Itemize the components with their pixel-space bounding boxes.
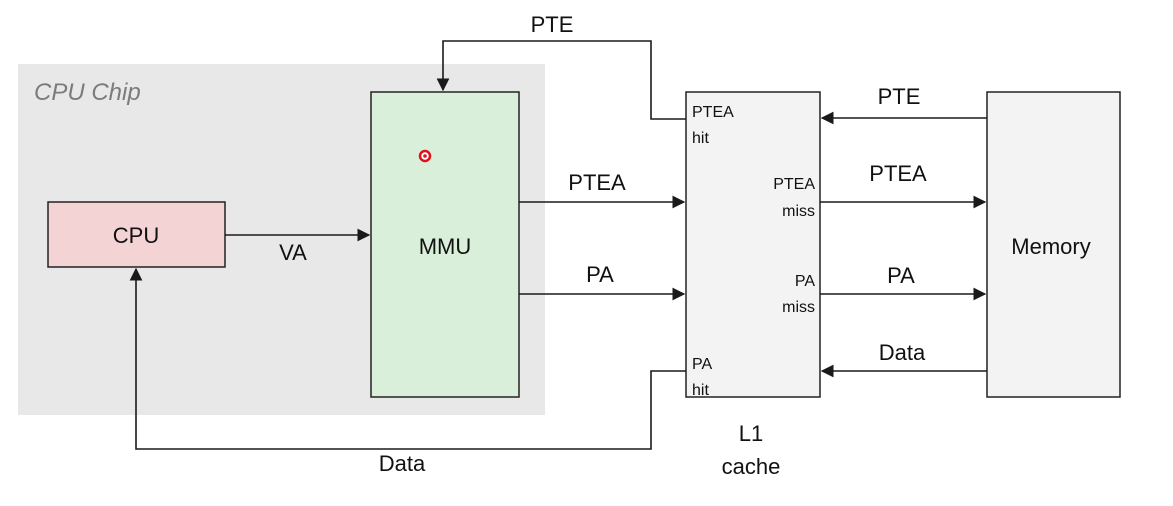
port-ptea-hit-line1: PTEA	[692, 104, 734, 121]
port-pa-miss-line2: miss	[782, 299, 815, 316]
edge-ptea-mmu-cache-label: PTEA	[568, 170, 626, 195]
l1-cache-label-line2: cache	[722, 454, 781, 479]
edge-data-mem-cache-label: Data	[879, 340, 926, 365]
l1-cache-box	[685, 91, 821, 398]
memory-label: Memory	[1011, 234, 1090, 259]
edge-pte-mem-cache-label: PTE	[878, 84, 921, 109]
port-pa-hit-line2: hit	[692, 382, 709, 399]
port-ptea-miss-line1: PTEA	[773, 176, 815, 193]
cursor-pointer-icon	[418, 149, 432, 163]
port-pa-miss-line1: PA	[795, 273, 815, 290]
port-pa-hit-line1: PA	[692, 356, 712, 373]
port-ptea-hit-line2: hit	[692, 130, 709, 147]
edge-pte-top-label: PTE	[531, 12, 574, 37]
cpu-chip-label: CPU Chip	[34, 79, 141, 106]
mmu-label: MMU	[419, 234, 472, 259]
port-ptea-miss-line2: miss	[782, 203, 815, 220]
memory-box	[986, 91, 1121, 398]
l1-cache-label-line1: L1	[739, 421, 763, 446]
mmu-box	[370, 91, 520, 398]
edge-pa-mmu-cache-label: PA	[586, 262, 614, 287]
edge-ptea-cache-mem-label: PTEA	[869, 161, 927, 186]
cpu-box	[47, 201, 226, 268]
edge-pte-top-arrow	[436, 40, 686, 120]
edge-va-label: VA	[279, 240, 307, 265]
cpu-label: CPU	[113, 223, 159, 248]
edge-data-bottom-arrow	[129, 267, 686, 450]
edge-pa-cache-mem-label: PA	[887, 263, 915, 288]
edge-data-bottom-label: Data	[379, 451, 426, 476]
